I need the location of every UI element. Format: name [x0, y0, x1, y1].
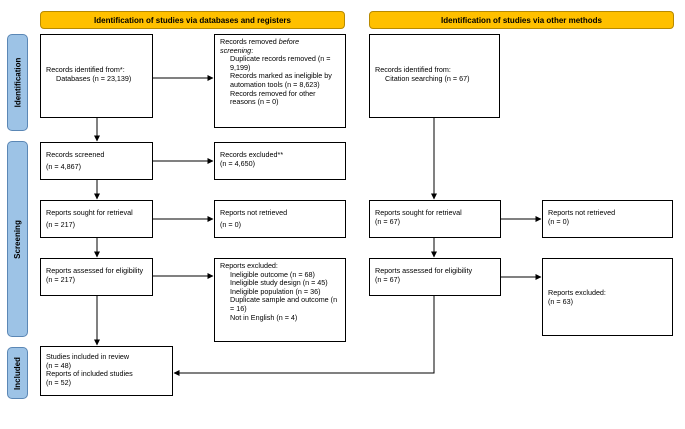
box-records-removed: Records removed before screening: Duplic…: [214, 34, 346, 128]
other-sought-line2: (n = 67): [375, 216, 400, 226]
box-reports-assessed: Reports assessed for eligibility (n = 21…: [40, 258, 153, 296]
box-other-excluded: Reports excluded: (n = 63): [542, 258, 673, 336]
studies-included-line1: Studies included in review: [46, 352, 130, 361]
other-sought-line1: Reports sought for retrieval: [375, 208, 462, 217]
reports-not-retrieved-line2: (n = 0): [220, 219, 241, 229]
studies-included-line3: Reports of included studies: [46, 369, 133, 379]
stage-screening-label: Screening: [13, 219, 22, 259]
reports-sought-line2: (n = 217): [46, 219, 75, 229]
box-other-sought: Reports sought for retrieval (n = 67): [369, 200, 501, 238]
other-excluded-line2: (n = 63): [548, 296, 573, 306]
other-not-retrieved-line2: (n = 0): [548, 216, 569, 226]
other-not-retrieved-line1: Reports not retrieved: [548, 208, 616, 217]
stage-identification: Identification: [7, 34, 28, 131]
other-excluded-line1: Reports excluded:: [548, 288, 606, 297]
reports-assessed-line1: Reports assessed for eligibility: [46, 266, 144, 275]
records-removed-title: Records removed before: [220, 37, 300, 46]
reports-excluded-title: Reports excluded:: [220, 261, 278, 270]
excluded-not-english: Not in English (n = 4): [230, 312, 298, 322]
box-studies-included: Studies included in review (n = 48) Repo…: [40, 346, 173, 396]
records-identified-line2: Databases (n = 23,139): [56, 73, 132, 83]
box-other-assessed: Reports assessed for eligibility (n = 67…: [369, 258, 501, 296]
box-other-identified: Records identified from: Citation search…: [369, 34, 500, 118]
box-reports-excluded: Reports excluded: Ineligible outcome (n …: [214, 258, 346, 342]
other-identified-line2: Citation searching (n = 67): [385, 73, 470, 83]
reports-not-retrieved-line1: Reports not retrieved: [220, 208, 288, 217]
other-identified-line1: Records identified from:: [375, 65, 451, 74]
records-excluded-line2: (n = 4,650): [220, 158, 255, 168]
records-removed-title-2: screening:: [220, 45, 254, 55]
records-screened-line2: (n = 4,867): [46, 161, 81, 171]
records-screened-line1: Records screened: [46, 150, 105, 159]
box-other-not-retrieved: Reports not retrieved (n = 0): [542, 200, 673, 238]
reports-assessed-line2: (n = 217): [46, 274, 75, 284]
studies-included-line2: (n = 48): [46, 360, 71, 370]
reports-sought-line1: Reports sought for retrieval: [46, 208, 133, 217]
records-identified-line1: Records identified from*:: [46, 65, 125, 74]
stage-included: Included: [7, 347, 28, 399]
box-records-excluded: Records excluded** (n = 4,650): [214, 142, 346, 180]
records-excluded-line1: Records excluded**: [220, 150, 284, 159]
other-assessed-line1: Reports assessed for eligibility: [375, 266, 473, 275]
records-removed-duplicates: Duplicate records removed (n = 9,199): [230, 54, 331, 72]
studies-included-line4: (n = 52): [46, 377, 71, 387]
stage-screening: Screening: [7, 141, 28, 337]
records-removed-automation: Records marked as ineligible by automati…: [230, 71, 332, 89]
records-removed-other: Records removed for other reasons (n = 0…: [230, 88, 316, 107]
stage-included-label: Included: [13, 356, 23, 390]
box-records-identified: Records identified from*: Databases (n =…: [40, 34, 153, 118]
other-assessed-line2: (n = 67): [375, 274, 400, 284]
excluded-ineligible-population: Ineligible population (n = 36): [230, 286, 321, 296]
arrow-other-assessed-to-included: [173, 296, 435, 376]
box-reports-sought: Reports sought for retrieval (n = 217): [40, 200, 153, 238]
box-records-screened: Records screened (n = 4,867): [40, 142, 153, 180]
excluded-duplicate-sample: Duplicate sample and outcome (n = 16): [230, 295, 338, 313]
box-reports-not-retrieved: Reports not retrieved (n = 0): [214, 200, 346, 238]
header-other-methods: Identification of studies via other meth…: [369, 11, 674, 29]
stage-identification-label: Identification: [13, 57, 22, 108]
excluded-ineligible-design: Ineligible study design (n = 45): [230, 278, 328, 288]
excluded-ineligible-outcome: Ineligible outcome (n = 68): [230, 269, 315, 279]
header-databases: Identification of studies via databases …: [40, 11, 345, 29]
